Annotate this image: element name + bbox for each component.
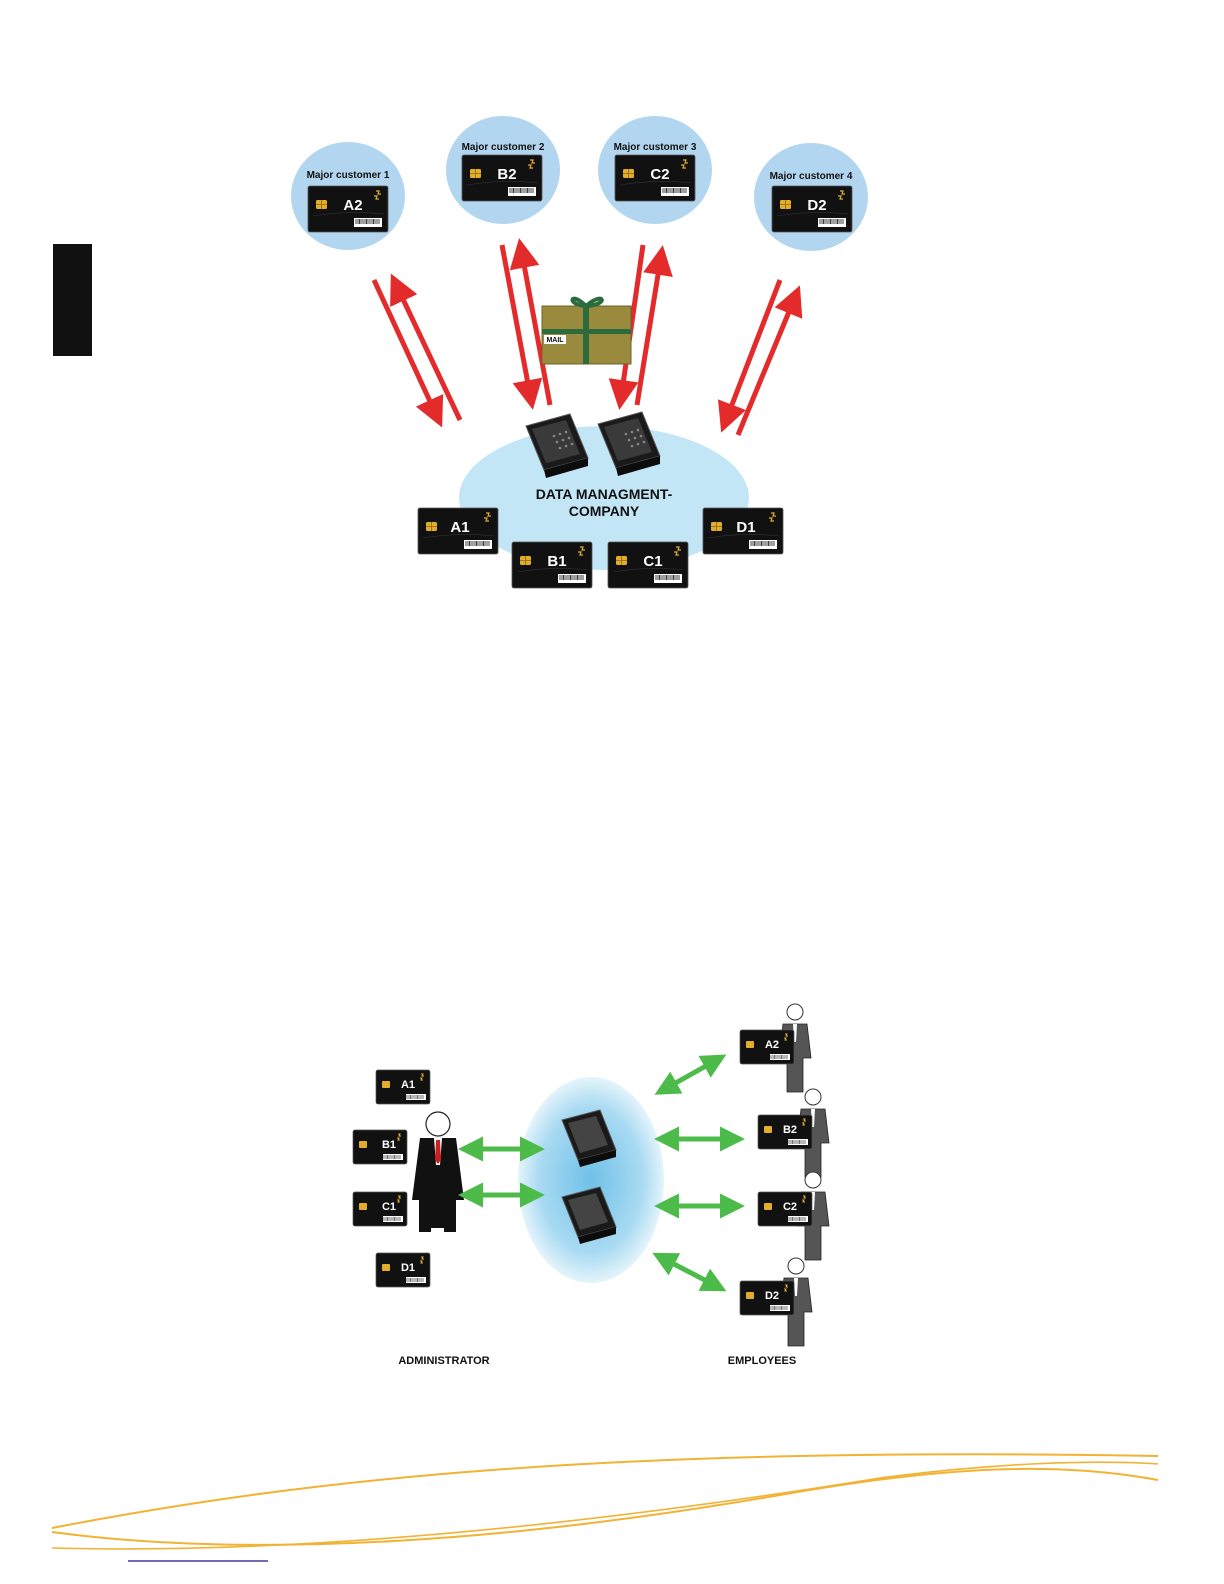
customer-2: Major customer 2 B2 [446,116,560,224]
administrator-figure [412,1112,464,1232]
smart-card: D2 [772,186,852,232]
card-label: C2 [783,1201,797,1213]
company-title-line2: COMPANY [569,503,640,519]
card-label: A2 [765,1039,779,1051]
smart-card: A1 [376,1070,430,1104]
card-label: B1 [382,1139,396,1151]
card-label: D2 [807,197,826,214]
administrator-label: ADMINISTRATOR [398,1355,489,1367]
smart-card: A1 [418,508,498,554]
card-label: C1 [382,1201,396,1213]
footer-wave [0,1430,1224,1584]
smart-card: B2 [462,155,542,201]
card-label: A1 [450,519,469,536]
customer-title: Major customer 3 [614,142,697,153]
card-label: B2 [497,166,516,183]
card-label: D1 [401,1262,415,1274]
arrow-down-2 [502,245,532,405]
bottom-diagram: A1 B1 C1 D1 A2 B2 [0,990,1224,1390]
smart-card: D2 [740,1281,794,1315]
smart-card: A2 [308,186,388,232]
network-glow [518,1077,664,1283]
smart-card: C1 [608,542,688,588]
card-label: C2 [650,166,669,183]
top-diagram: Major customer 1 A2 Major customer 2 B2 … [0,0,1224,620]
smart-card: A2 [740,1030,794,1064]
smart-card: D1 [376,1253,430,1287]
customer-3: Major customer 3 C2 [598,116,712,224]
customer-title: Major customer 1 [307,170,390,181]
card-label: D2 [765,1290,779,1302]
smart-card: C1 [353,1192,407,1226]
smart-card: C2 [615,155,695,201]
arrow-employee-4 [670,1262,722,1289]
smart-card: C2 [758,1192,812,1226]
mail-package: MAIL [542,299,631,364]
smart-card: B2 [758,1115,812,1149]
card-label: D1 [736,519,755,536]
card-label: B2 [783,1124,797,1136]
smart-card: D1 [703,508,783,554]
card-label: B1 [547,553,566,570]
employees-label: EMPLOYEES [728,1355,796,1367]
customer-title: Major customer 2 [462,142,545,153]
customer-4: Major customer 4 D2 [754,143,868,251]
package-label: MAIL [546,337,564,344]
smart-card: B1 [353,1130,407,1164]
customer-title: Major customer 4 [770,171,853,182]
arrow-employee-1 [672,1057,722,1085]
customer-1: Major customer 1 A2 [291,142,405,250]
smart-card: B1 [512,542,592,588]
card-label: C1 [643,553,662,570]
company-title-line1: DATA MANAGMENT- [536,486,673,502]
card-label: A2 [343,197,362,214]
card-label: A1 [401,1079,415,1091]
